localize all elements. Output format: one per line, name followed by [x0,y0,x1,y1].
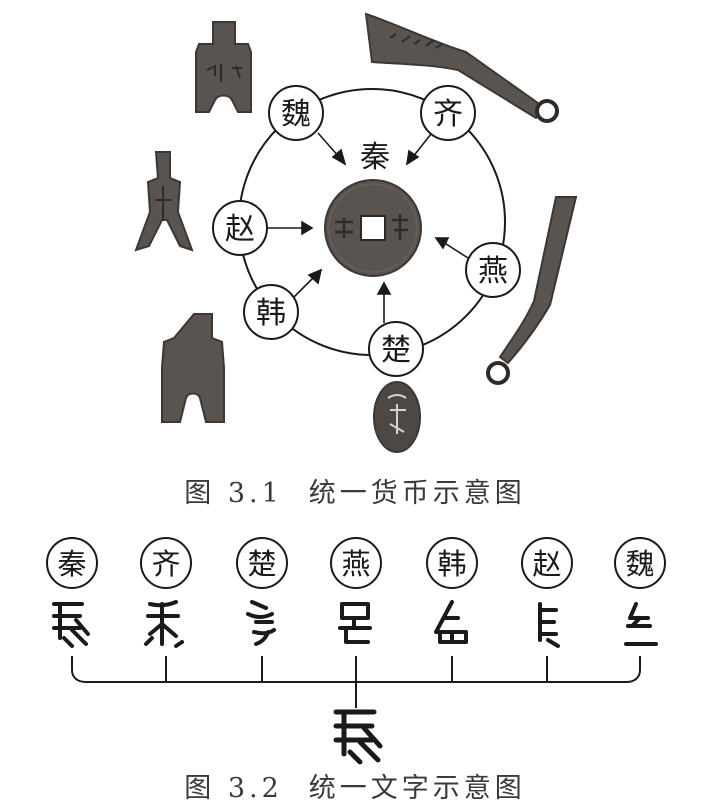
script-badge-zhao: 赵 [522,538,572,588]
script-badge-yan: 燕 [331,538,381,588]
script-badge-han: 韩 [427,538,477,588]
script-state-label: 魏 [625,547,654,581]
wei-seal-horse-glyph-icon [626,604,656,644]
unification-bracket [72,656,640,708]
qin-ban-liang-coin-icon [325,180,421,276]
yan-seal-horse-glyph-icon [340,604,370,642]
arrow-han [293,276,315,298]
state-label-yan: 燕 [478,254,508,289]
qi-seal-horse-glyph-icon [146,602,182,646]
figure2-caption-number: 图 3.2 [184,773,283,804]
state-badge-zhao: 赵 [213,201,267,255]
state-label-wei: 魏 [281,97,311,132]
chu-ant-nose-coin-icon [374,382,420,452]
chu-seal-horse-glyph-icon [248,602,274,644]
zhao-seal-horse-glyph-icon [540,604,558,646]
state-label-chu: 楚 [381,333,411,368]
figure1-caption: 图 3.1 统一货币示意图 [0,471,710,510]
script-state-label: 韩 [437,547,466,581]
center-state-label: 秦 [360,140,390,175]
han-square-spade-coin-icon [162,314,224,422]
script-state-label: 赵 [532,547,561,581]
han-seal-horse-glyph-icon [436,602,466,642]
script-state-label: 齐 [151,547,180,581]
state-badge-wei: 魏 [269,86,323,140]
script-state-label: 秦 [57,547,86,581]
state-label-qi: 齐 [433,97,463,132]
arrow-head-yan [436,238,448,248]
script-state-label: 楚 [247,547,276,581]
figure2-caption-text: 统一文字示意图 [309,773,526,804]
state-label-zhao: 赵 [225,212,255,247]
state-badge-yan: 燕 [466,243,520,297]
state-badge-han: 韩 [244,285,298,339]
zhao-pointed-spade-coin-icon [136,152,192,250]
arrow-head-zhao [302,222,312,234]
state-badge-chu: 楚 [369,322,423,376]
figure1-caption-number: 图 3.1 [184,478,283,509]
figure-script: 秦 齐 楚 燕 韩 赵 魏 [47,538,665,762]
script-badge-chu: 楚 [237,538,287,588]
script-badge-wei: 魏 [615,538,665,588]
figure2-caption: 图 3.2 统一文字示意图 [0,766,710,805]
script-state-label: 燕 [341,547,370,581]
state-label-han: 韩 [256,296,286,331]
unified-seal-horse-glyph-icon [336,712,380,762]
script-badge-qin: 秦 [47,538,97,588]
arrow-head-chu [378,283,390,294]
arrow-yan [443,242,468,258]
script-badge-qi: 齐 [141,538,191,588]
state-badge-qi: 齐 [421,86,475,140]
qin-seal-horse-glyph-icon [54,604,88,646]
wei-spade-coin-icon [196,22,251,112]
figure-currency: 秦 魏 [136,14,576,452]
figure1-caption-text: 统一货币示意图 [309,478,526,509]
